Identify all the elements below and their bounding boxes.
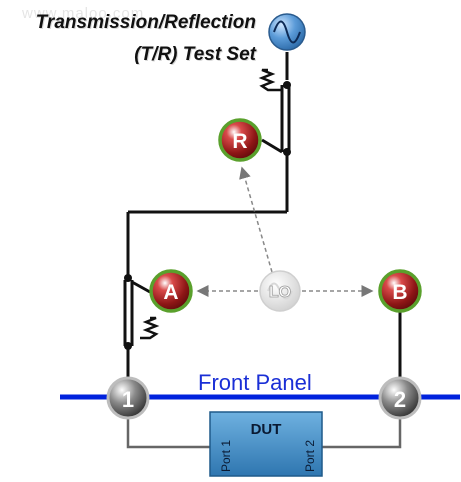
lo-label: LO xyxy=(269,284,291,301)
dut-connections xyxy=(126,412,402,449)
signal-source-icon xyxy=(268,13,306,51)
termination-resistor-a xyxy=(140,316,160,340)
port-2-connector: 2 xyxy=(378,376,422,420)
port-1-connector: 1 xyxy=(106,376,150,420)
receiver-a-label: A xyxy=(163,281,178,304)
receiver-b-label: B xyxy=(392,281,407,304)
local-oscillator-icon: LO xyxy=(259,270,301,312)
dut-port1-label: Port 1 xyxy=(219,440,233,472)
diagram-title-line2: (T/R) Test Set xyxy=(134,44,256,65)
dut-block: DUT Port 1 Port 2 xyxy=(209,411,323,477)
lo-distribution-lines xyxy=(196,166,374,297)
receiver-b: B xyxy=(378,269,422,313)
dut-label: DUT xyxy=(251,421,282,438)
diagram-title-line1: Transmission/Reflection xyxy=(35,12,256,33)
watermark: www.maloo.com xyxy=(22,5,145,22)
signal-path xyxy=(123,52,402,384)
receiver-r-label: R xyxy=(232,130,247,153)
junction-dots xyxy=(124,81,291,350)
receiver-r: R xyxy=(218,118,262,162)
receiver-a: A xyxy=(149,269,193,313)
termination-resistor-r xyxy=(258,68,282,92)
front-panel-label: Front Panel xyxy=(198,370,312,395)
port-2-label: 2 xyxy=(394,387,406,412)
dut-port2-label: Port 2 xyxy=(303,440,317,472)
port-1-label: 1 xyxy=(122,387,134,412)
